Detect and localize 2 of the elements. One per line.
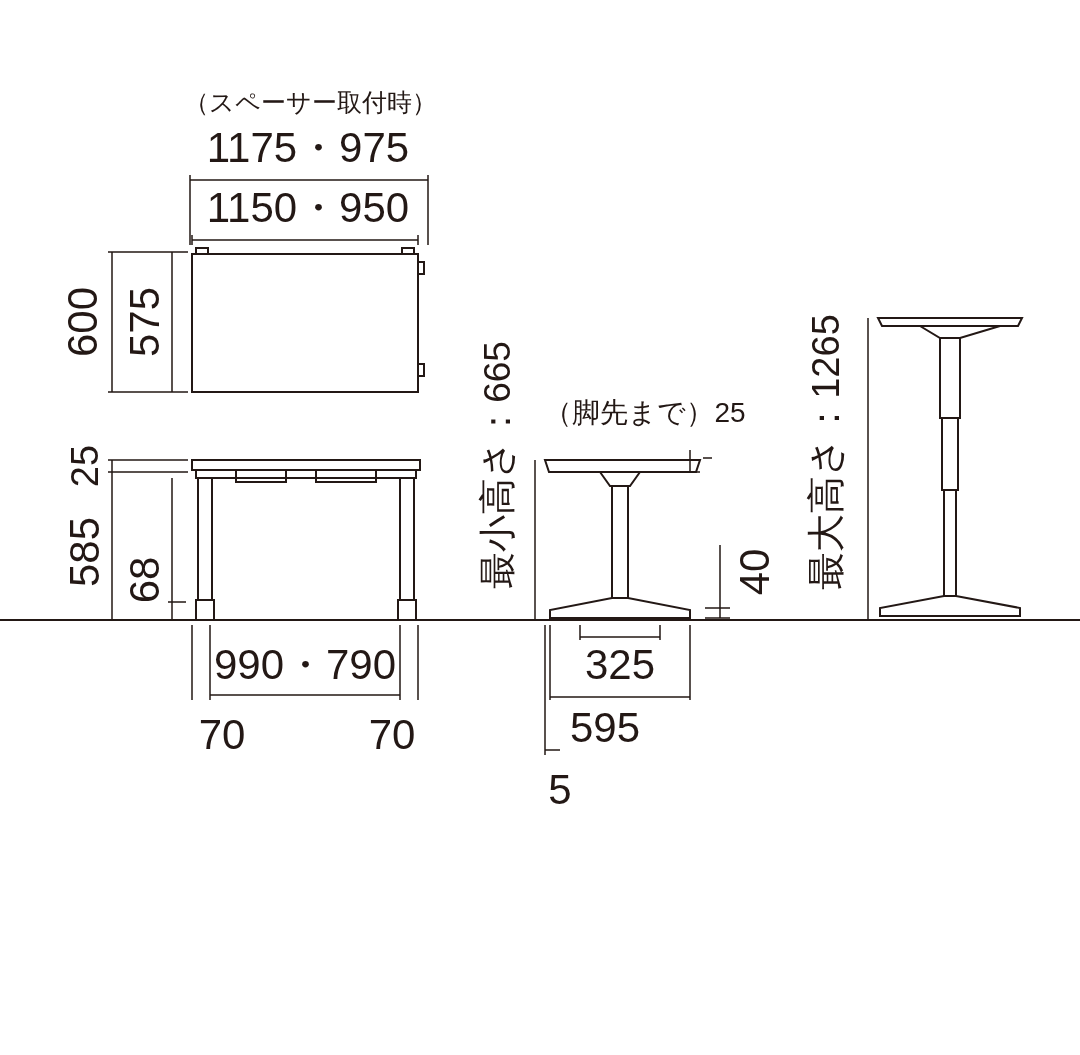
dimension-label: 最小高さ：665: [478, 341, 516, 589]
dimension-label: 最大高さ：1265: [807, 314, 845, 590]
